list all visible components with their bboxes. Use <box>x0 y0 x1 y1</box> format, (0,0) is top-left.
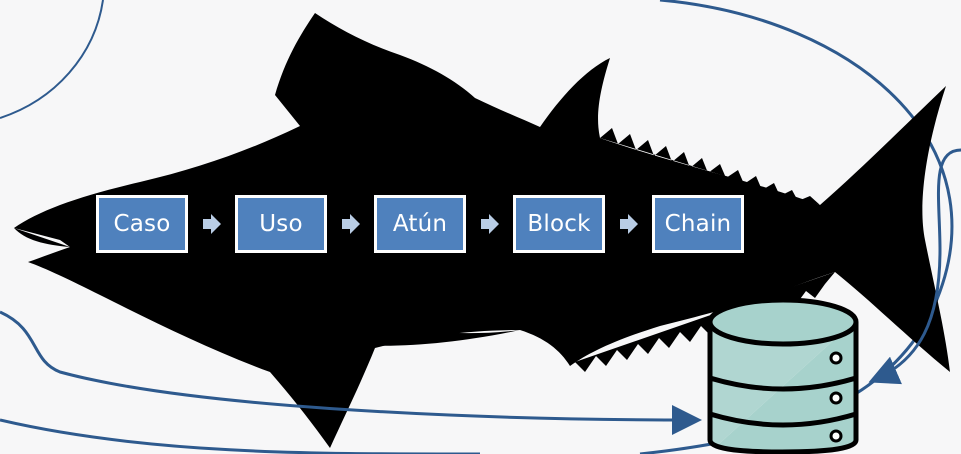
chevron-arrow-icon <box>466 195 513 253</box>
step-box-uso: Uso <box>235 195 327 253</box>
step-label: Block <box>527 211 591 237</box>
step-label: Uso <box>259 211 303 237</box>
step-label: Atún <box>392 211 448 237</box>
ellipse-frame-bottom <box>0 418 480 454</box>
step-box-chain: Chain <box>652 195 744 253</box>
corner-arc <box>0 0 104 119</box>
connector-right-to-database <box>868 148 961 385</box>
step-label: Caso <box>113 211 171 237</box>
step-label: Chain <box>664 211 732 237</box>
tuna-silhouette-icon <box>14 13 950 448</box>
step-box-atun: Atún <box>374 195 466 253</box>
database-icon <box>707 297 859 454</box>
chevron-arrow-icon <box>605 195 652 253</box>
chevron-arrow-icon <box>188 195 235 253</box>
connector-left-to-database <box>0 310 702 435</box>
chevron-arrow-icon <box>327 195 374 253</box>
process-flow: Caso Uso Atún Block Chain <box>96 195 744 253</box>
step-box-block: Block <box>513 195 605 253</box>
step-box-caso: Caso <box>96 195 188 253</box>
